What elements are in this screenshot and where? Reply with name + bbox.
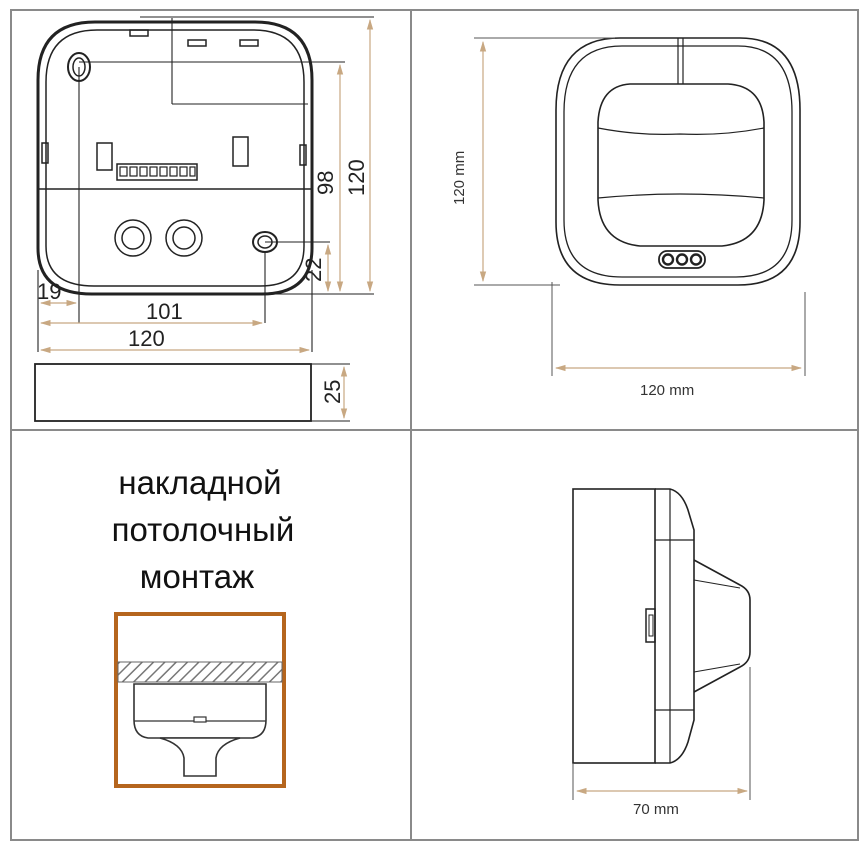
back-view-side-clip	[299, 144, 307, 166]
dim-label-height-total: 120	[344, 159, 369, 196]
cable-knockout	[114, 219, 152, 257]
caption-line-2: потолочный	[112, 511, 295, 548]
panel-frame-bottom-right	[410, 429, 859, 841]
cable-knockout	[165, 219, 203, 257]
sensor-lens	[597, 83, 765, 247]
sensor-lens-lower-facet	[597, 193, 765, 199]
caption-line-1: накладной	[118, 464, 281, 501]
back-view-drawing: 19 101 120 98 120 22 25	[34, 16, 374, 422]
sensor-lens-upper-facet	[597, 127, 765, 135]
caption-line-3: монтаж	[140, 558, 254, 595]
back-view-latch	[96, 142, 113, 171]
front-view-drawing: 120 mm 120 mm	[451, 37, 806, 399]
side-view-body	[572, 488, 656, 764]
back-view-slot	[187, 39, 207, 47]
side-view-drawing: 70 mm	[572, 488, 751, 818]
dim-label-hole-height: 98	[313, 171, 338, 195]
dim-label-hole-bottom: 22	[301, 258, 326, 282]
cable-knockout	[121, 226, 145, 250]
terminal-contacts	[119, 166, 196, 177]
side-view-lens	[693, 559, 751, 693]
front-view-housing	[555, 37, 801, 286]
ceiling-slab-hatch	[117, 661, 283, 683]
ceiling-sensor-lens	[159, 737, 241, 777]
ceiling-sensor-button	[193, 716, 207, 723]
side-profile-box	[34, 363, 312, 422]
status-led	[675, 253, 689, 266]
dim-label-front-height: 120 mm	[451, 151, 468, 205]
panel-grid	[10, 9, 859, 841]
back-view-slot	[239, 39, 259, 47]
panel-frame-top-left	[10, 9, 412, 431]
dim-label-depth: 25	[320, 380, 345, 404]
back-view-slot	[129, 29, 149, 37]
status-led	[689, 253, 703, 266]
ceiling-sensor-body	[133, 683, 267, 739]
back-view-side-clip	[41, 142, 49, 164]
dim-label-hole-spacing: 101	[146, 299, 183, 324]
cable-knockout	[172, 226, 196, 250]
mounting-type-panel: накладной потолочный монтаж	[112, 464, 295, 788]
side-view-body-right	[655, 488, 695, 764]
panel-frame-top-right	[410, 9, 859, 431]
front-view-housing-inner	[563, 45, 793, 278]
back-view-latch	[232, 136, 249, 167]
side-view-button	[645, 608, 656, 643]
status-led	[661, 253, 675, 266]
dim-label-hole-offset: 19	[37, 279, 61, 304]
dim-label-width-total: 120	[128, 326, 165, 351]
terminal-block	[116, 163, 198, 181]
dim-label-side-depth: 70 mm	[633, 801, 679, 818]
dim-label-front-width: 120 mm	[640, 382, 694, 399]
back-view-body-inner	[45, 29, 305, 287]
